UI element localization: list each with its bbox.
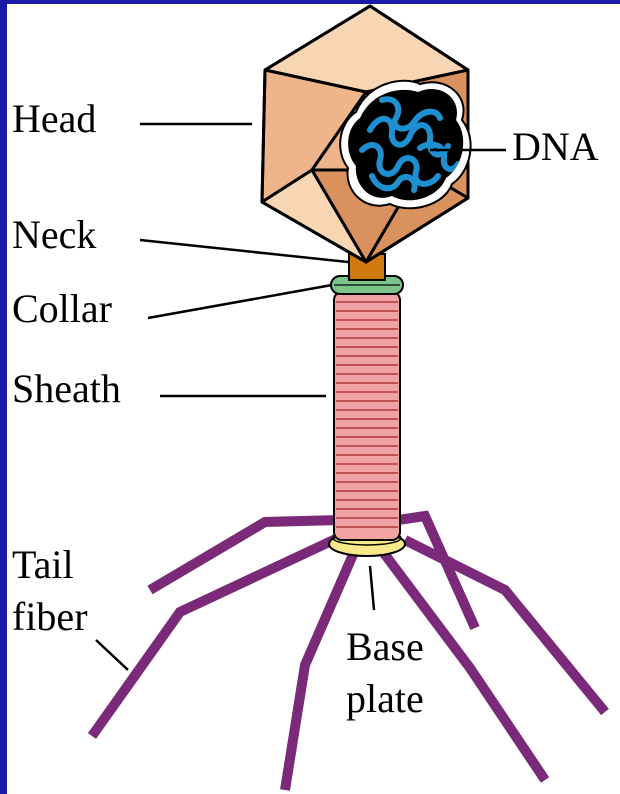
tail-fiber-center-left: [285, 550, 355, 790]
label-dna: DNA: [512, 124, 599, 169]
label-head: Head: [12, 96, 96, 141]
collar-leader: [148, 285, 332, 318]
tail-fiber-left-lower: [92, 536, 342, 736]
label-tail-fiber-line2: fiber: [12, 594, 88, 639]
label-base-plate-line1: Base: [346, 624, 424, 669]
neck-leader: [140, 240, 348, 262]
tail-fiber-leader: [96, 640, 128, 670]
sheath: [334, 292, 400, 540]
label-base-plate-line2: plate: [346, 676, 424, 721]
base-plate-leader: [370, 566, 374, 610]
label-tail-fiber-line1: Tail: [12, 542, 74, 587]
label-sheath: Sheath: [12, 366, 121, 411]
label-neck: Neck: [12, 212, 96, 257]
label-collar: Collar: [12, 286, 112, 331]
